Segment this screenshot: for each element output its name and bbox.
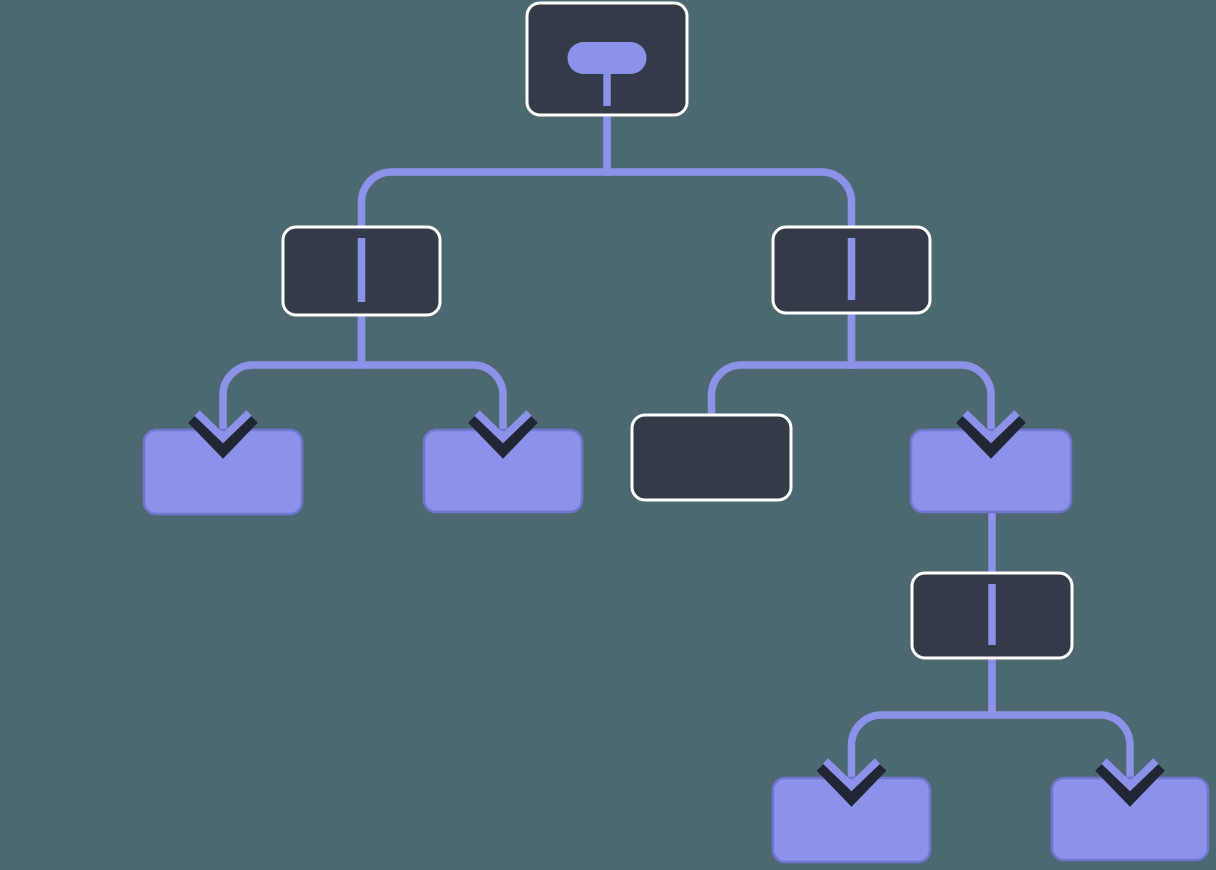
edge-root-split-left — [357, 97, 611, 235]
edge-split-right-leaf-3 — [847, 295, 995, 436]
edge-split-bottom-leaf-4 — [847, 640, 996, 784]
edge-root-split-right — [603, 97, 856, 235]
split-passthrough-line — [357, 238, 366, 302]
chevron-down-black-icon — [956, 413, 1026, 459]
chevron-down-black-icon — [816, 761, 887, 807]
edge-split-left-leaf-2 — [357, 297, 507, 436]
chevron-down-black-icon — [1095, 761, 1165, 807]
arrowhead-down-icon — [1101, 758, 1159, 792]
edge-split-left-leaf-1 — [219, 297, 366, 436]
edges — [219, 97, 1134, 784]
edge-split-bottom-leaf-5 — [988, 640, 1134, 784]
node-plain-1[interactable] — [630, 413, 793, 502]
split-passthrough-line — [988, 584, 996, 645]
content-pill — [567, 42, 647, 74]
split-passthrough-line — [847, 238, 856, 300]
node-leaf-2[interactable] — [422, 428, 584, 514]
chevron-down-black-icon — [188, 413, 258, 459]
nodes — [142, 1, 1210, 864]
pill-stem-line — [603, 72, 611, 106]
arrowhead-down-icon — [194, 410, 252, 444]
node-leaf-4[interactable] — [771, 776, 932, 864]
edge-split-right-plain-1 — [707, 295, 856, 423]
node-leaf-3[interactable] — [909, 428, 1073, 514]
node-leaf-1[interactable] — [142, 428, 304, 516]
arrowhead-down-icon — [822, 758, 881, 792]
node-leaf-5[interactable] — [1050, 776, 1210, 862]
arrowhead-down-icon — [962, 410, 1020, 444]
chevron-down-black-icon — [468, 413, 538, 459]
node-overlays — [188, 42, 1165, 807]
arrowhead-down-icon — [474, 410, 532, 444]
